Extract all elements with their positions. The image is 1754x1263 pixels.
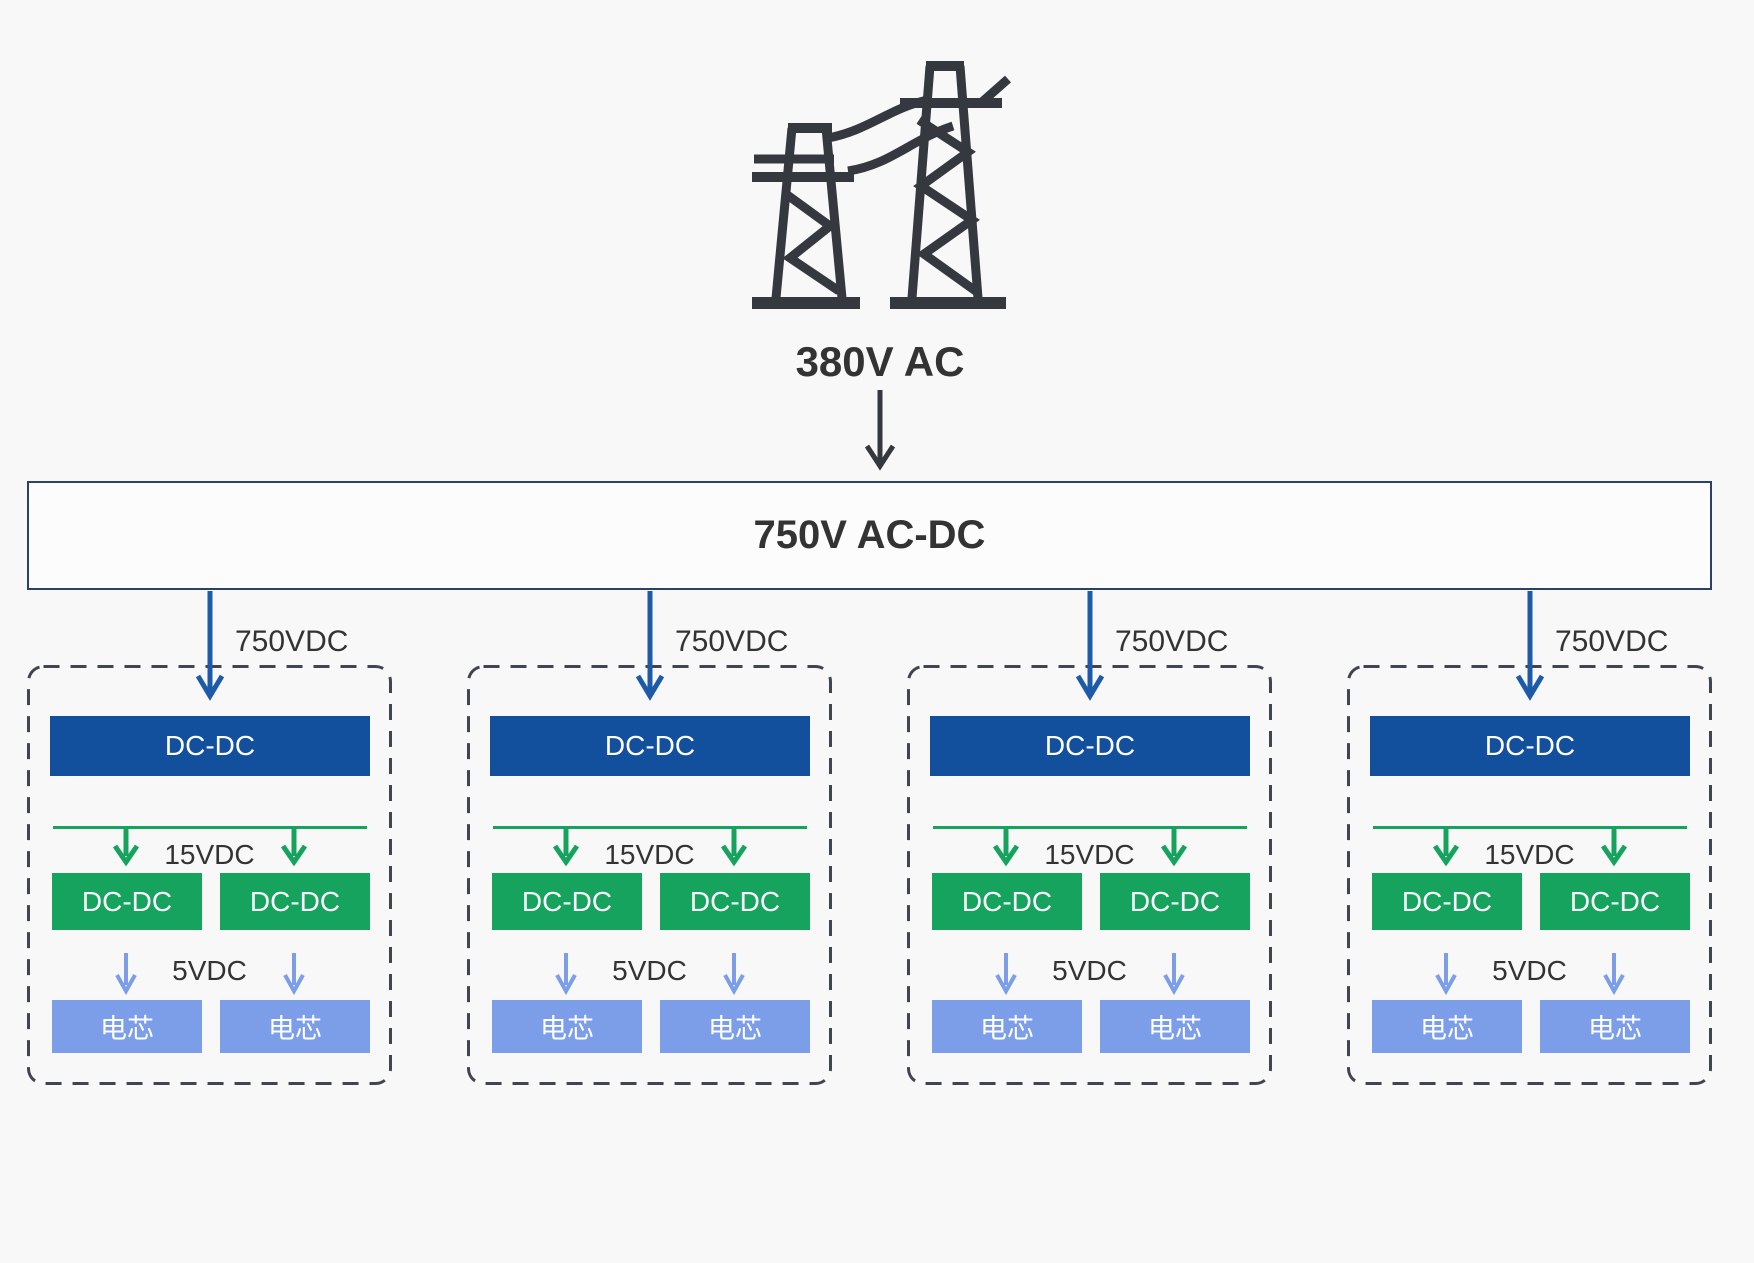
cell-down-arrow-icon xyxy=(1163,953,1185,996)
acdc-converter-box: 750V AC-DC xyxy=(27,481,1712,590)
acdc-converter-label: 750V AC-DC xyxy=(753,513,986,557)
output-voltage-label: 5VDC xyxy=(1052,955,1127,986)
cell-down-arrow-icon xyxy=(723,953,745,996)
cell-down-arrow-icon xyxy=(555,953,577,996)
battery-cell-box-left: 电芯 xyxy=(52,1000,202,1053)
mid-voltage-label: 15VDC xyxy=(164,839,255,870)
mid-down-arrow-icon xyxy=(720,828,748,867)
battery-cell-box-right: 电芯 xyxy=(1100,1000,1250,1053)
input-down-arrow-icon xyxy=(1515,591,1545,701)
input-voltage-label: 750VDC xyxy=(1555,625,1669,658)
cell-down-arrow-icon xyxy=(115,953,137,996)
battery-module-group: 750VDC DC-DC 15VDC DC-DC DC-DC xyxy=(467,591,832,1085)
transmission-towers-icon xyxy=(752,61,1011,309)
primary-dcdc-box: DC-DC xyxy=(50,716,370,776)
mid-down-arrow-icon xyxy=(1160,828,1188,867)
sub-dcdc-box-right: DC-DC xyxy=(220,873,370,930)
battery-module-group: 750VDC DC-DC 15VDC DC-DC DC-DC xyxy=(27,591,392,1085)
bus-line xyxy=(53,826,367,829)
input-voltage-label: 750VDC xyxy=(675,625,789,658)
input-down-arrow-icon xyxy=(1075,591,1105,701)
output-voltage-label: 5VDC xyxy=(612,955,687,986)
input-down-arrow-icon xyxy=(635,591,665,701)
input-voltage-label: 750VDC xyxy=(235,625,349,658)
sub-dcdc-box-right: DC-DC xyxy=(1540,873,1690,930)
mid-down-arrow-icon xyxy=(112,828,140,867)
mid-down-arrow-icon xyxy=(992,828,1020,867)
mid-down-arrow-icon xyxy=(552,828,580,867)
bus-line xyxy=(1373,826,1687,829)
mid-voltage-label: 15VDC xyxy=(604,839,695,870)
mid-down-arrow-icon xyxy=(1432,828,1460,867)
sub-dcdc-box-right: DC-DC xyxy=(660,873,810,930)
battery-cell-box-left: 电芯 xyxy=(1372,1000,1522,1053)
battery-cell-box-left: 电芯 xyxy=(932,1000,1082,1053)
output-voltage-label: 5VDC xyxy=(172,955,247,986)
sub-dcdc-box-left: DC-DC xyxy=(52,873,202,930)
cell-down-arrow-icon xyxy=(995,953,1017,996)
battery-module-group: 750VDC DC-DC 15VDC DC-DC DC-DC xyxy=(1347,591,1712,1085)
battery-module-group: 750VDC DC-DC 15VDC DC-DC DC-DC xyxy=(907,591,1272,1085)
input-voltage-label: 750VDC xyxy=(1115,625,1229,658)
bus-line xyxy=(933,826,1247,829)
battery-cell-box-right: 电芯 xyxy=(660,1000,810,1053)
bus-line xyxy=(493,826,807,829)
battery-cell-box-left: 电芯 xyxy=(492,1000,642,1053)
sub-dcdc-box-right: DC-DC xyxy=(1100,873,1250,930)
source-voltage-label: 380V AC xyxy=(795,338,965,385)
sub-dcdc-box-left: DC-DC xyxy=(492,873,642,930)
input-down-arrow-icon xyxy=(195,591,225,701)
cell-down-arrow-icon xyxy=(1603,953,1625,996)
battery-cell-box-right: 电芯 xyxy=(1540,1000,1690,1053)
output-voltage-label: 5VDC xyxy=(1492,955,1567,986)
main-down-arrow-icon xyxy=(864,390,896,471)
battery-cell-box-right: 电芯 xyxy=(220,1000,370,1053)
mid-down-arrow-icon xyxy=(280,828,308,867)
cell-down-arrow-icon xyxy=(283,953,305,996)
primary-dcdc-box: DC-DC xyxy=(1370,716,1690,776)
sub-dcdc-box-left: DC-DC xyxy=(932,873,1082,930)
primary-dcdc-box: DC-DC xyxy=(490,716,810,776)
primary-dcdc-box: DC-DC xyxy=(930,716,1250,776)
cell-down-arrow-icon xyxy=(1435,953,1457,996)
sub-dcdc-box-left: DC-DC xyxy=(1372,873,1522,930)
mid-voltage-label: 15VDC xyxy=(1044,839,1135,870)
mid-voltage-label: 15VDC xyxy=(1484,839,1575,870)
mid-down-arrow-icon xyxy=(1600,828,1628,867)
